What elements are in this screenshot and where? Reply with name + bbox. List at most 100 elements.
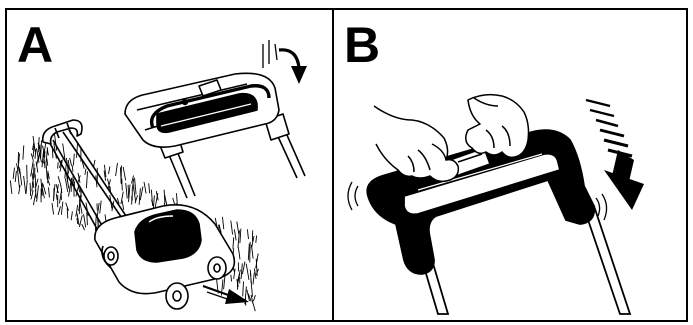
grass-blade <box>122 166 127 181</box>
grass-blade <box>32 135 36 152</box>
grass-blade <box>70 211 73 221</box>
grass-blade <box>66 208 69 219</box>
grass-blade <box>12 167 15 180</box>
handle-rails-illustration <box>420 204 632 315</box>
grass-blade <box>41 151 44 168</box>
grass-blade <box>253 268 257 279</box>
grass-blade <box>32 193 37 206</box>
grass-blade <box>93 159 96 167</box>
grass-blade <box>60 201 64 215</box>
grass-blade <box>172 197 176 205</box>
grass-blade <box>246 229 249 240</box>
panel-a-label: A <box>17 17 54 73</box>
grass-blade <box>247 293 252 302</box>
grass-blade <box>237 247 241 260</box>
grass-blade <box>30 153 34 161</box>
grass-blade <box>47 172 50 180</box>
grass-blade <box>236 221 240 235</box>
panel-a: A <box>5 8 334 322</box>
grass-blade <box>55 193 58 201</box>
grass-blade <box>154 193 159 208</box>
grass-blade <box>163 189 166 204</box>
motion-lines-icon <box>347 181 608 221</box>
grass-blade <box>76 141 79 158</box>
grass-blade <box>17 169 20 188</box>
grass-blade <box>242 281 244 297</box>
grass-blade <box>65 202 69 211</box>
grass-blade <box>43 152 46 169</box>
grass-blade <box>121 200 125 210</box>
grass-blade <box>85 202 89 216</box>
grass-blade <box>30 160 34 177</box>
grass-blade <box>53 143 57 159</box>
grass-blade <box>233 229 237 241</box>
grass-blade <box>247 243 250 261</box>
grass-blade <box>239 228 242 244</box>
grass-blade <box>31 172 35 188</box>
grass-blade <box>48 187 50 198</box>
grass-blade <box>138 188 141 205</box>
lawnmower-illustration <box>41 119 236 310</box>
grass-blade <box>103 170 107 181</box>
grass-blade <box>38 152 40 160</box>
grass-blade <box>40 182 44 199</box>
grass-blade <box>19 167 23 186</box>
grass-blade <box>246 289 250 302</box>
grass-blade <box>16 163 19 172</box>
direction-arrow-icon <box>585 98 644 210</box>
grass-blade <box>51 203 55 215</box>
grass-blade <box>78 215 83 228</box>
grass-blade <box>241 261 246 275</box>
grass-blade <box>84 168 87 175</box>
grass-blade <box>46 147 49 156</box>
grass-blade <box>230 220 234 235</box>
grass-blade <box>46 158 49 166</box>
grass-blade <box>151 199 154 207</box>
grass-blade <box>107 178 111 192</box>
grass-blade <box>69 157 73 166</box>
grass-blade <box>108 166 111 175</box>
grass-blade <box>128 184 131 202</box>
grass-blade <box>40 184 45 199</box>
grass-blade <box>23 175 27 194</box>
direction-arrow-icon <box>202 285 249 304</box>
grass-blade <box>57 206 61 216</box>
panel-b-illustration <box>347 93 644 315</box>
grass-blade <box>152 195 155 209</box>
hands-illustration <box>373 93 530 183</box>
grass-blade <box>250 279 253 297</box>
grass-blade <box>119 167 122 185</box>
grass-blade <box>252 301 256 312</box>
grass-blade <box>236 279 239 287</box>
grass-blade <box>37 142 42 153</box>
grass-blade <box>31 181 34 192</box>
grass-blade <box>252 295 256 302</box>
grass-blade <box>39 155 42 163</box>
grass-blade <box>72 153 75 166</box>
grass-blade <box>233 268 236 279</box>
grass-blade <box>230 274 233 282</box>
grass-blade <box>34 174 37 192</box>
grass-illustration <box>9 133 259 312</box>
grass-blade <box>245 263 250 280</box>
grass-blade <box>176 193 178 206</box>
grass-blade <box>35 161 39 173</box>
grass-blade <box>250 244 254 259</box>
grass-blade <box>237 230 240 248</box>
grass-blade <box>55 183 59 194</box>
grass-blade <box>9 180 13 194</box>
grass-blade <box>37 137 40 153</box>
grass-blade <box>94 216 97 231</box>
grass-blade <box>14 170 17 183</box>
grass-blade <box>30 190 34 200</box>
grass-blade <box>121 178 123 191</box>
grass-blade <box>85 171 88 189</box>
grass-blade <box>99 200 102 214</box>
grass-blade <box>45 161 48 180</box>
grass-blade <box>134 177 137 195</box>
grass-blade <box>125 182 128 199</box>
grass-blade <box>71 165 74 172</box>
grass-blade <box>64 178 69 192</box>
grass-blade <box>54 133 58 151</box>
grass-blade <box>76 213 80 225</box>
